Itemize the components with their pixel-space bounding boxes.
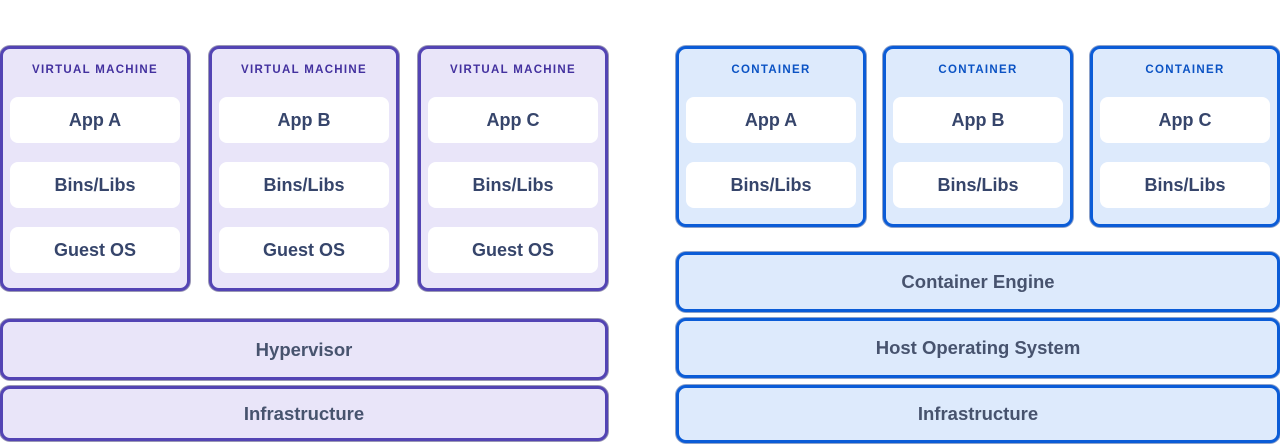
vm-card-title: VIRTUAL MACHINE (32, 64, 158, 76)
container-card-2: CONTAINER App B Bins/Libs (883, 46, 1073, 227)
container-card-1: CONTAINER App A Bins/Libs (676, 46, 866, 227)
infrastructure-bar-right: Infrastructure (676, 385, 1280, 443)
hypervisor-bar: Hypervisor (0, 319, 608, 380)
bins-libs-item: Bins/Libs (428, 162, 598, 208)
app-item: App C (428, 97, 598, 143)
infrastructure-bar-left: Infrastructure (0, 386, 608, 441)
host-operating-system-bar: Host Operating System (676, 318, 1280, 378)
app-item: App C (1100, 97, 1270, 143)
container-card-title: CONTAINER (938, 64, 1018, 76)
bins-libs-item: Bins/Libs (893, 162, 1063, 208)
container-card-3: CONTAINER App C Bins/Libs (1090, 46, 1280, 227)
vm-card-2: VIRTUAL MACHINE App B Bins/Libs Guest OS (209, 46, 399, 291)
bins-libs-item: Bins/Libs (10, 162, 180, 208)
vm-card-title: VIRTUAL MACHINE (241, 64, 367, 76)
app-item: App B (219, 97, 389, 143)
guest-os-item: Guest OS (10, 227, 180, 273)
container-cards-row: CONTAINER App A Bins/Libs CONTAINER App … (676, 46, 1280, 227)
app-item: App A (10, 97, 180, 143)
container-card-title: CONTAINER (1145, 64, 1225, 76)
bins-libs-item: Bins/Libs (219, 162, 389, 208)
vm-card-3: VIRTUAL MACHINE App C Bins/Libs Guest OS (418, 46, 608, 291)
vm-card-title: VIRTUAL MACHINE (450, 64, 576, 76)
vm-cards-row: VIRTUAL MACHINE App A Bins/Libs Guest OS… (0, 46, 608, 291)
guest-os-item: Guest OS (219, 227, 389, 273)
bins-libs-item: Bins/Libs (1100, 162, 1270, 208)
container-engine-bar: Container Engine (676, 252, 1280, 312)
bins-libs-item: Bins/Libs (686, 162, 856, 208)
guest-os-item: Guest OS (428, 227, 598, 273)
app-item: App B (893, 97, 1063, 143)
container-card-title: CONTAINER (731, 64, 811, 76)
vm-card-1: VIRTUAL MACHINE App A Bins/Libs Guest OS (0, 46, 190, 291)
app-item: App A (686, 97, 856, 143)
